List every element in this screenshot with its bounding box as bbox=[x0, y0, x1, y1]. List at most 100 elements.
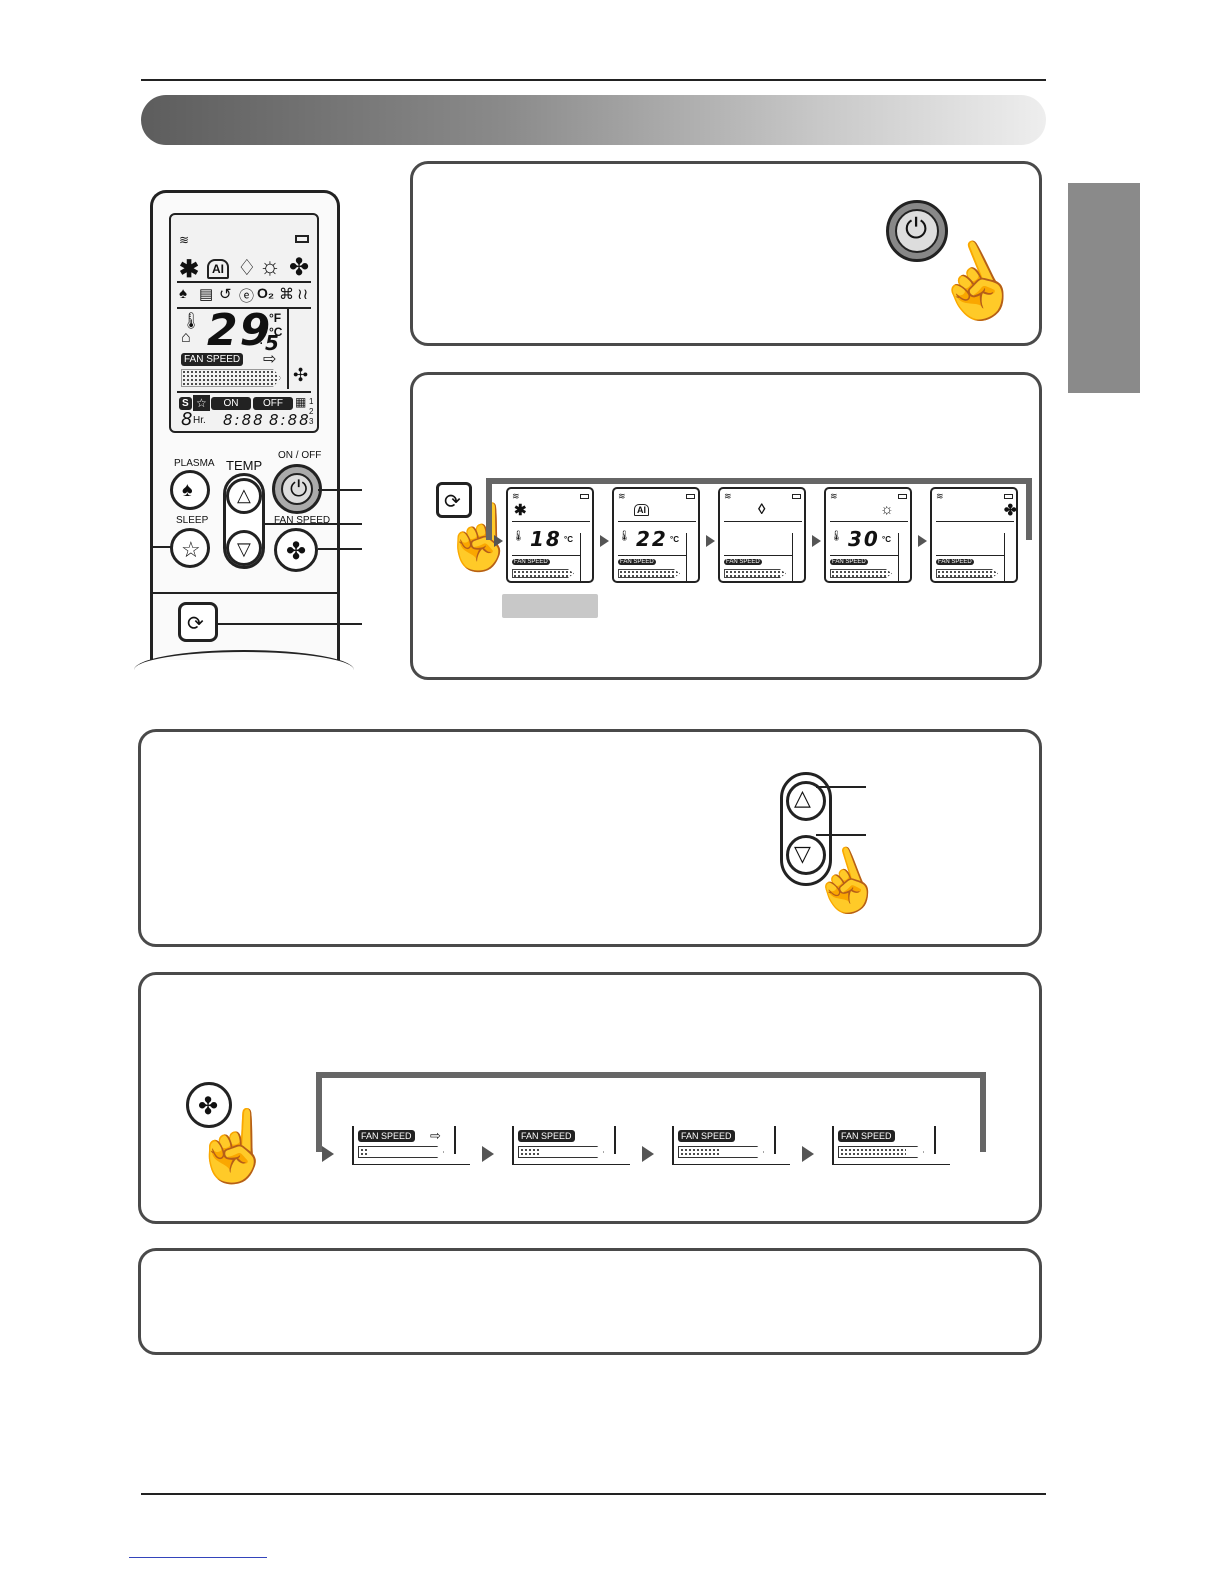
drop-icon: ◊ bbox=[758, 501, 766, 518]
section-header-bar bbox=[141, 95, 1046, 145]
triangle-down-icon: ▽ bbox=[237, 539, 251, 559]
fan-icon: ✤ bbox=[286, 538, 307, 565]
battery-icon bbox=[295, 235, 309, 243]
calendar-icon: ▦ bbox=[295, 395, 307, 409]
scale-3: 3 bbox=[309, 417, 314, 426]
panel-temperature bbox=[138, 729, 1042, 947]
drop-icon: ♢ bbox=[237, 255, 257, 280]
mode-fan-speed-label: FAN SPEED bbox=[936, 559, 974, 565]
mode-temperature-unit: °C bbox=[564, 535, 573, 544]
cooling-icon: ✱ bbox=[179, 256, 200, 283]
swing-icon: ↺ bbox=[219, 286, 232, 303]
fan-icon: ✤ bbox=[1004, 502, 1017, 519]
leader-on-off bbox=[318, 489, 362, 491]
battery-icon bbox=[792, 494, 801, 499]
o2-icon: O₂ bbox=[257, 285, 275, 301]
mode-screen: ≋ ✤ FAN SPEED bbox=[930, 487, 1018, 583]
fan-speed-bar bbox=[181, 369, 281, 387]
mode-fan-speed-label: FAN SPEED bbox=[512, 559, 550, 565]
arrow-icon: ⇨ bbox=[430, 1128, 441, 1143]
sleep-label: SLEEP bbox=[176, 515, 209, 526]
cooling-icon: ✱ bbox=[514, 502, 527, 519]
temp-label: TEMP bbox=[226, 458, 263, 473]
temp-down-button[interactable]: ▽ bbox=[226, 530, 262, 566]
temperature-decimal: 5 bbox=[265, 331, 281, 355]
mode-button[interactable]: ⟳ bbox=[178, 602, 218, 642]
signal-icon: ≋ bbox=[724, 491, 732, 501]
star-icon: ☆ bbox=[181, 537, 201, 562]
on-off-label: ON / OFF bbox=[278, 450, 322, 461]
battery-icon bbox=[580, 494, 589, 499]
mode-icon: ⟳ bbox=[444, 491, 461, 513]
plasma-button[interactable]: ♠ bbox=[170, 470, 210, 510]
time-on: 8:88 bbox=[223, 411, 265, 429]
plasma-icon: ♠ bbox=[182, 479, 193, 501]
scale-1: 1 bbox=[309, 397, 314, 406]
sleep-button[interactable]: ☆ bbox=[170, 528, 210, 568]
leader-temp bbox=[262, 523, 362, 525]
thermometer-icon: 🌡 bbox=[512, 531, 525, 542]
mode-temperature: 30 bbox=[848, 527, 880, 551]
temp-up-button[interactable]: △ bbox=[226, 478, 262, 514]
timer-on: ON bbox=[211, 397, 251, 410]
sequence-arrow bbox=[322, 1146, 334, 1162]
plasma-icon: ♠ bbox=[179, 285, 187, 302]
mode-fan-bar bbox=[512, 569, 574, 578]
mode-temperature: 22 bbox=[636, 527, 668, 551]
mesh-icon: ⌘ bbox=[279, 286, 294, 303]
signal-icon: ≋ bbox=[512, 491, 520, 501]
fan-bar-outline bbox=[838, 1146, 924, 1158]
battery-icon bbox=[1004, 494, 1013, 499]
sequence-arrow bbox=[494, 535, 503, 547]
mode-screen: ≋ ◊ FAN SPEED bbox=[718, 487, 806, 583]
signal-icon: ≋ bbox=[830, 491, 838, 501]
energy-icon: ⓔ bbox=[239, 288, 255, 305]
battery-icon bbox=[898, 494, 907, 499]
fan-speed-button-label: FAN SPEED bbox=[274, 515, 331, 526]
scale-2: 2 bbox=[309, 407, 314, 416]
mode-fan-bar bbox=[618, 569, 680, 578]
top-rule bbox=[141, 79, 1046, 81]
timer-off: OFF bbox=[253, 397, 293, 410]
mode-fan-bar bbox=[724, 569, 786, 578]
triangle-up-icon: △ bbox=[794, 785, 811, 810]
signal-icon: ≋ bbox=[618, 491, 626, 501]
unit-f: °F bbox=[269, 311, 282, 325]
on-off-button[interactable]: ⏻ bbox=[272, 464, 322, 514]
fan-speed-label: FAN SPEED bbox=[518, 1130, 575, 1142]
leader-mode bbox=[216, 623, 362, 625]
sequence-arrow bbox=[600, 535, 609, 547]
mode-fan-speed-label: FAN SPEED bbox=[830, 559, 868, 565]
mode-fan-speed-label: FAN SPEED bbox=[618, 559, 656, 565]
fan-bar-outline bbox=[518, 1146, 604, 1158]
fan-bar-fill bbox=[520, 1148, 540, 1156]
fan-bar-outline bbox=[358, 1146, 444, 1158]
ai-icon: AI bbox=[634, 504, 649, 516]
mode-loop-line bbox=[486, 478, 1032, 540]
mode-icon: ⟳ bbox=[187, 613, 204, 635]
temp-buttons-illustration: △ ▽ bbox=[780, 772, 832, 886]
heater-icon: ≀≀ bbox=[297, 286, 309, 303]
ai-icon: AI bbox=[207, 259, 229, 279]
hand-icon: ☝ bbox=[190, 1107, 278, 1185]
panel-note bbox=[138, 1248, 1042, 1355]
thermometer-icon: 🌡 bbox=[830, 531, 843, 542]
remote-lower-section bbox=[150, 592, 340, 594]
fan-speed-button[interactable]: ✤ bbox=[274, 528, 318, 572]
fan-bar-fill bbox=[840, 1148, 906, 1156]
fan-speed-label: FAN SPEED bbox=[678, 1130, 735, 1142]
mode-fan-bar bbox=[830, 569, 892, 578]
hr-label: Hr. bbox=[193, 415, 206, 426]
home-icon: ⌂ bbox=[181, 329, 191, 346]
side-tab bbox=[1068, 183, 1140, 393]
battery-icon bbox=[686, 494, 695, 499]
remote-bottom-curve bbox=[134, 650, 354, 690]
thermometer-icon: 🌡 bbox=[618, 531, 631, 542]
fan-speed-label: FAN SPEED bbox=[358, 1130, 415, 1142]
mode-fan-speed-label: FAN SPEED bbox=[724, 559, 762, 565]
signal-icon: ≋ bbox=[936, 491, 944, 501]
leader-temp-up bbox=[816, 786, 866, 788]
fan-bar-fill bbox=[360, 1148, 368, 1156]
sun-icon: ☼ bbox=[259, 253, 281, 280]
